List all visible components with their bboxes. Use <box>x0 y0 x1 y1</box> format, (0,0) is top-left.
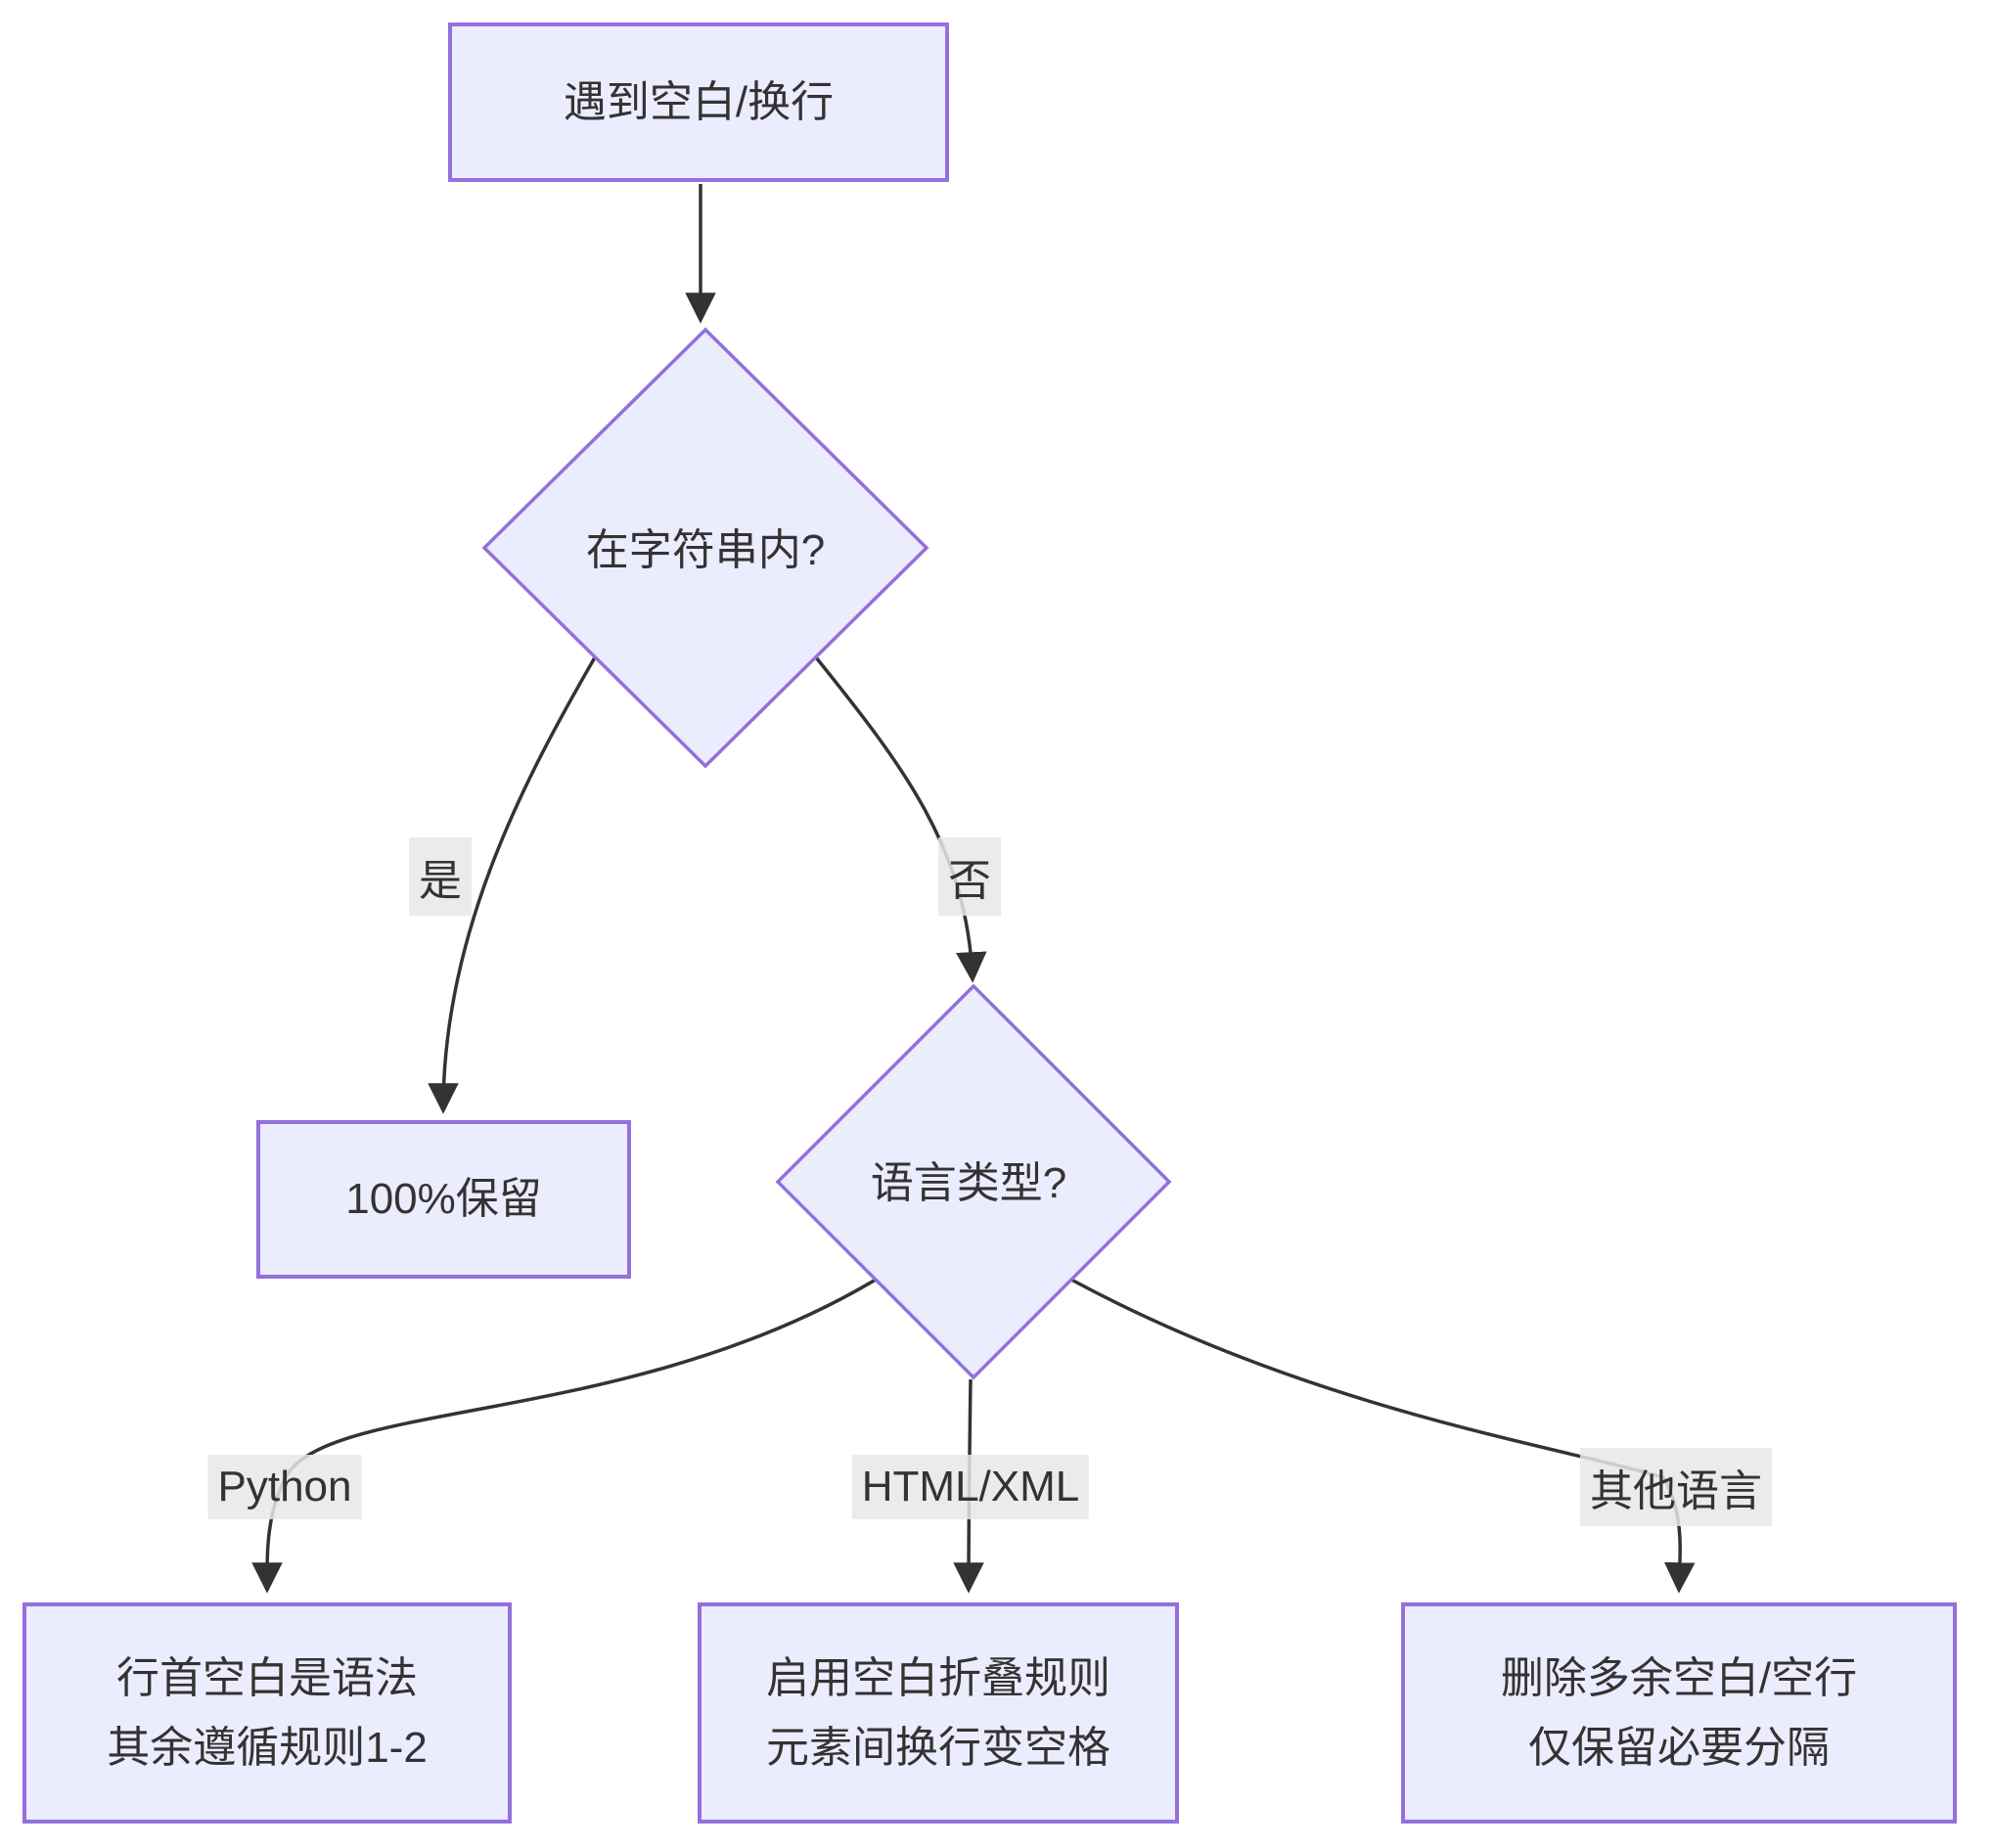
node-html-rule-line2: 元素间换行变空格 <box>766 1724 1110 1772</box>
node-python-rule-line1: 行首空白是语法 <box>116 1653 418 1702</box>
edge-label-htmlxml: HTML/XML <box>851 1455 1090 1519</box>
node-keep-all: 100%保留 <box>256 1120 631 1279</box>
edge-python <box>251 1278 877 1594</box>
node-python-rule: 行首空白是语法 其余遵循规则1-2 <box>23 1602 512 1824</box>
node-start: 遇到空白/换行 <box>448 23 949 182</box>
edge-yes <box>428 656 597 1114</box>
node-other-rule-line2: 仅保留必要分隔 <box>1528 1724 1830 1772</box>
edge-no <box>814 655 987 983</box>
node-other-rule-line1: 删除多余空白/空行 <box>1500 1653 1858 1702</box>
edge-label-other: 其他语言 <box>1580 1448 1772 1526</box>
node-lang-type-label: 语言类型? <box>870 1159 1067 1207</box>
node-html-rule: 启用空白折叠规则 元素间换行变空格 <box>698 1602 1179 1824</box>
edge-label-python: Python <box>207 1455 362 1519</box>
node-python-rule-line2: 其余遵循规则1-2 <box>107 1724 428 1772</box>
node-in-string-label: 在字符串内? <box>585 526 826 574</box>
edge-label-no: 否 <box>938 837 1001 916</box>
edge-label-yes: 是 <box>409 837 472 916</box>
node-other-rule: 删除多余空白/空行 仅保留必要分隔 <box>1401 1602 1957 1824</box>
edge-other <box>1070 1278 1696 1594</box>
node-html-rule-line1: 启用空白折叠规则 <box>766 1653 1110 1702</box>
node-keep-all-label: 100%保留 <box>345 1175 542 1224</box>
node-start-label: 遇到空白/换行 <box>563 77 835 126</box>
decision-diamond-in-string <box>481 327 929 769</box>
decision-diamond-lang-type <box>775 983 1172 1380</box>
